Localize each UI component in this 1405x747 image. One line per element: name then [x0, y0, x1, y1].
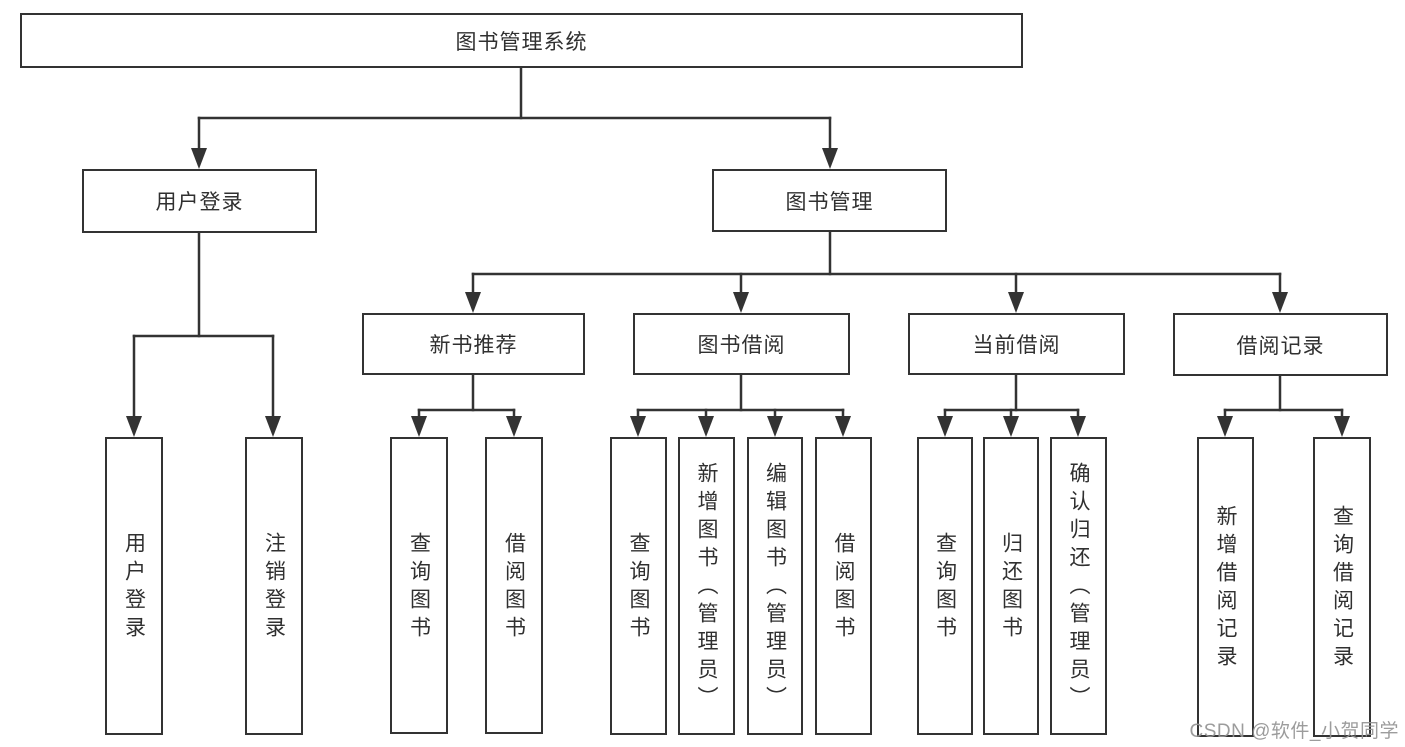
module-box-new-book-recommend: 新书推荐 — [362, 313, 585, 375]
leaf-box-query-borrow-record: 查询借阅记录 — [1313, 437, 1371, 737]
leaf-box-borrow-books-1: 借阅图书 — [485, 437, 543, 734]
leaf-box-return-books: 归还图书 — [983, 437, 1039, 735]
leaf-box-edit-books-admin: 编辑图书（管理员） — [747, 437, 803, 735]
leaf-box-query-books-3: 查询图书 — [917, 437, 973, 735]
leaf-box-add-books-admin: 新增图书（管理员） — [678, 437, 735, 735]
leaf-box-borrow-books-2: 借阅图书 — [815, 437, 872, 735]
leaf-box-query-books-1: 查询图书 — [390, 437, 448, 734]
branch-box-user-login: 用户登录 — [82, 169, 317, 233]
leaf-box-query-books-2: 查询图书 — [610, 437, 667, 735]
csdn-watermark: CSDN @软件_小贺同学 — [1189, 721, 1399, 742]
root-box-system-title: 图书管理系统 — [20, 13, 1023, 68]
leaf-box-logout: 注销登录 — [245, 437, 303, 735]
leaf-box-user-login: 用户登录 — [105, 437, 163, 735]
module-box-book-borrow: 图书借阅 — [633, 313, 850, 375]
branch-box-book-management: 图书管理 — [712, 169, 947, 232]
module-box-current-borrow: 当前借阅 — [908, 313, 1125, 375]
leaf-box-add-borrow-record: 新增借阅记录 — [1197, 437, 1254, 737]
module-box-borrow-record: 借阅记录 — [1173, 313, 1388, 376]
leaf-box-confirm-return-admin: 确认归还（管理员） — [1050, 437, 1107, 735]
